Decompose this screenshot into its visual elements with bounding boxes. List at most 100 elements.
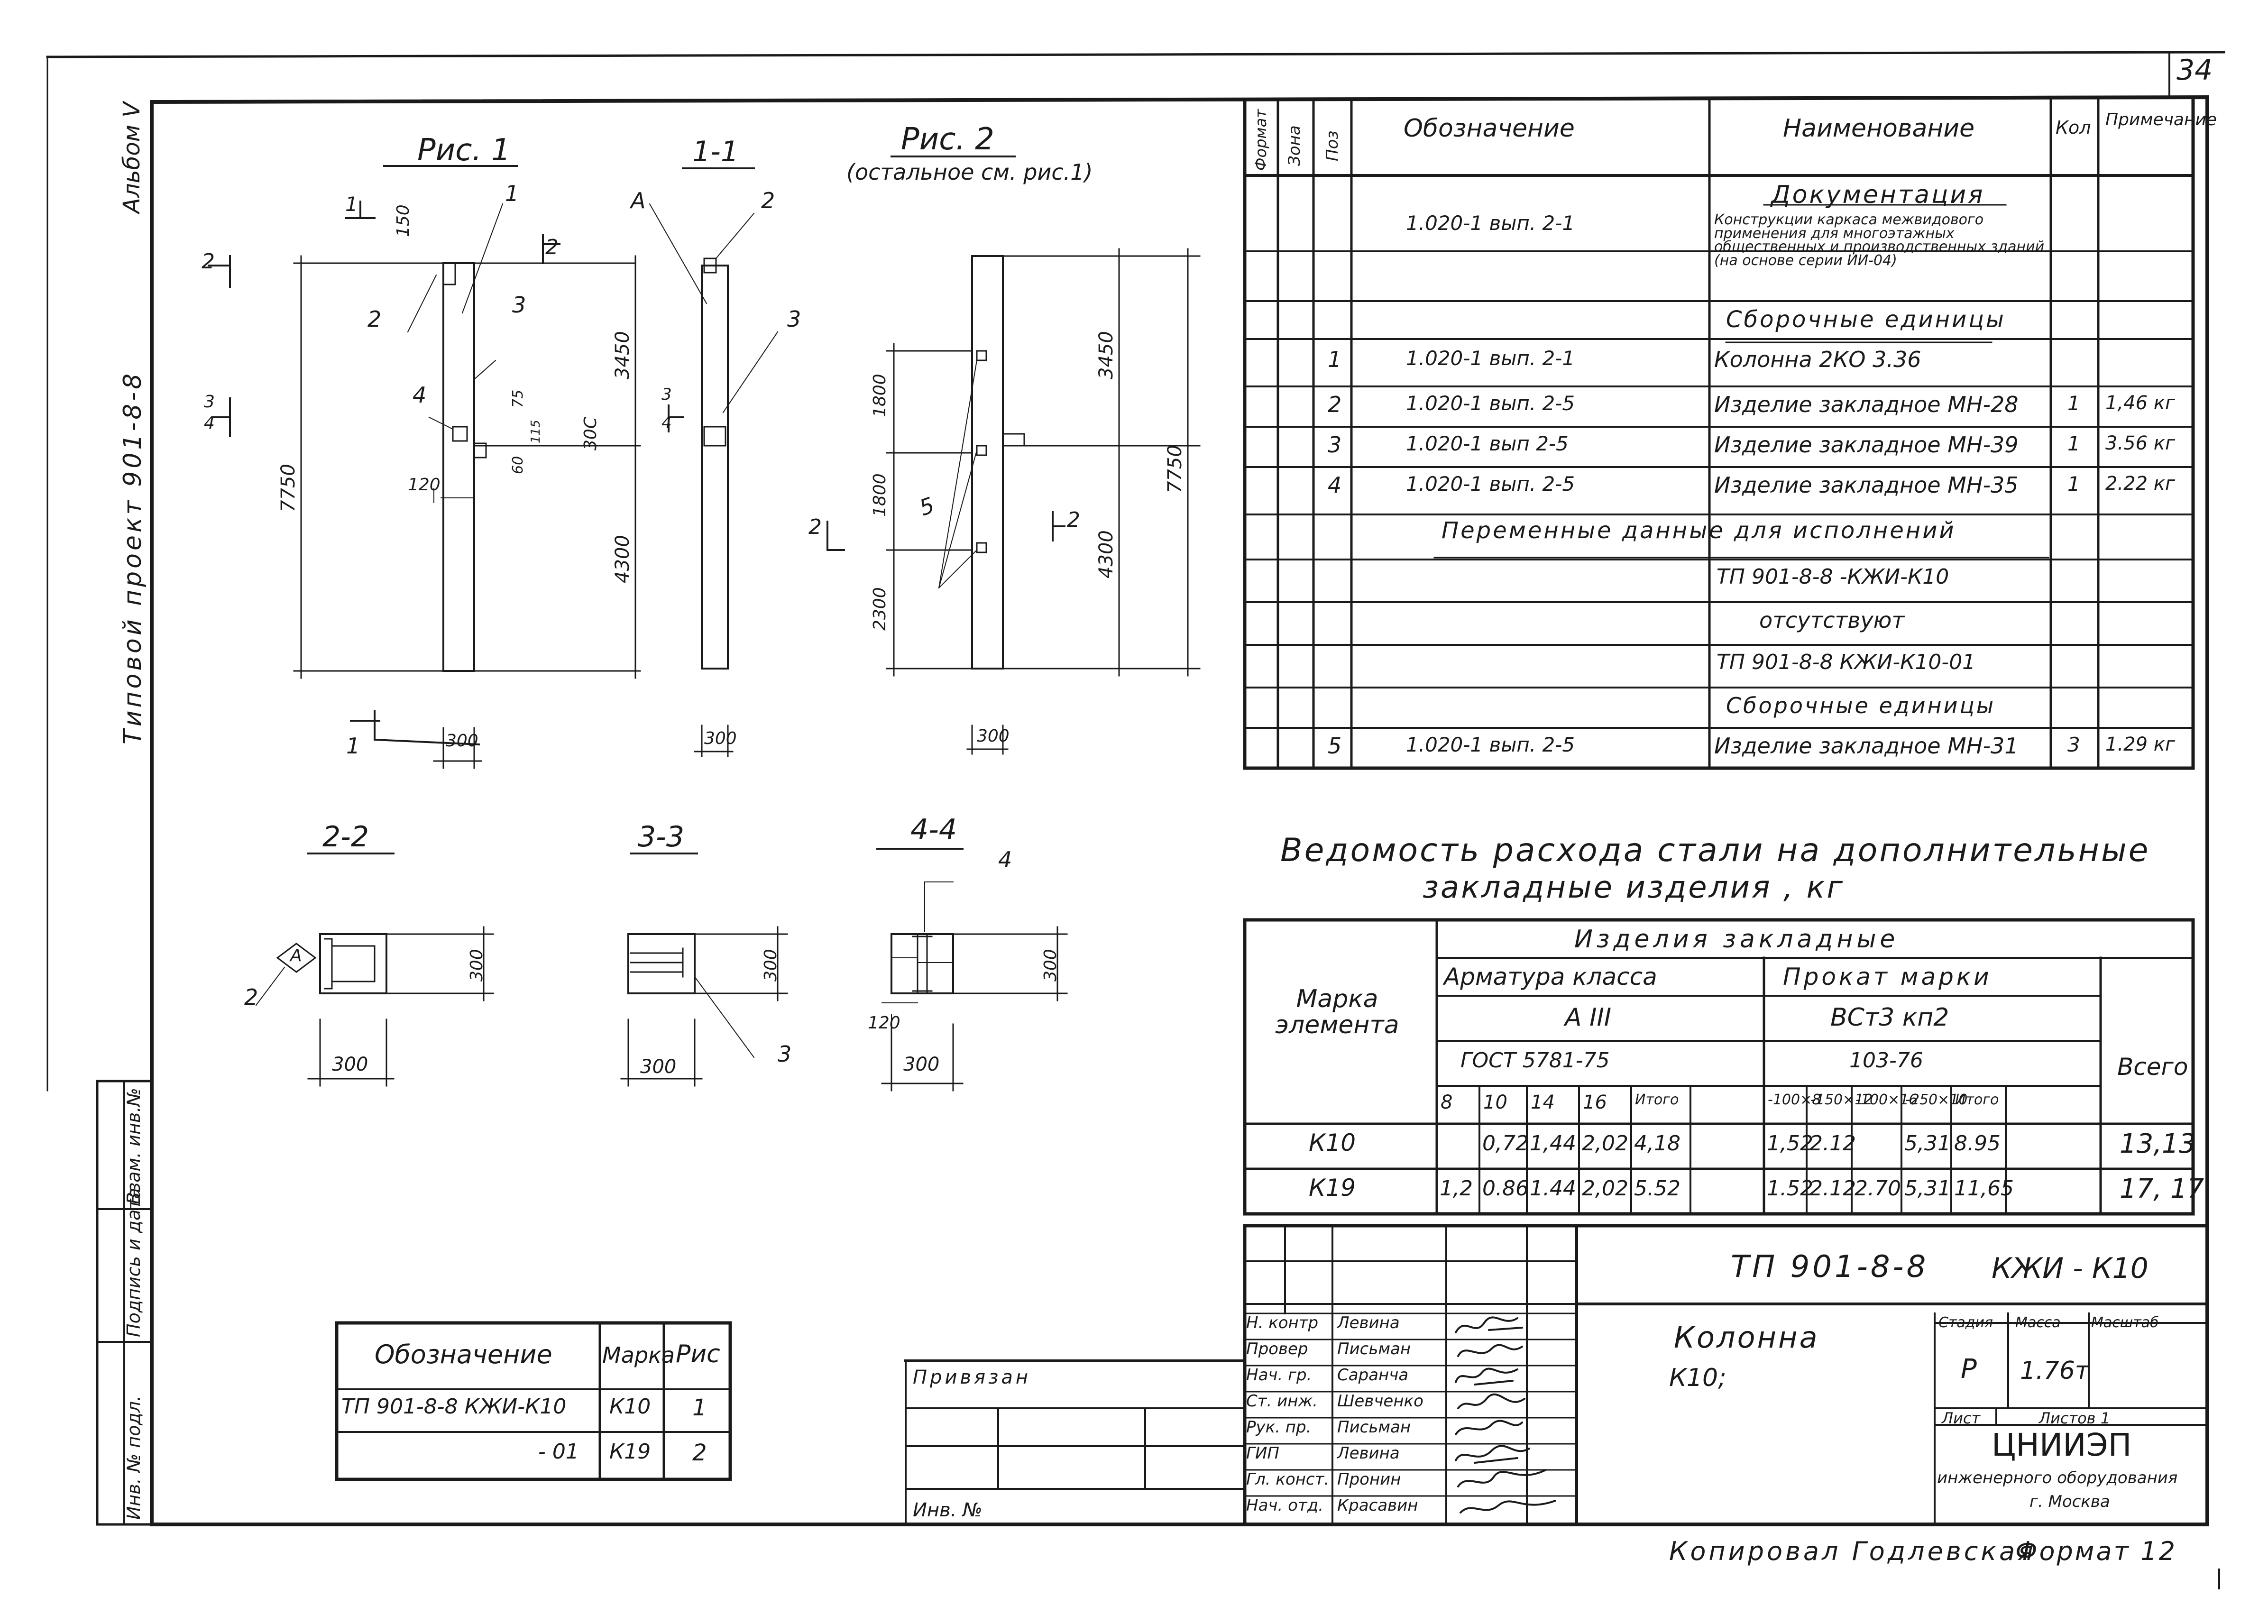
cut-2-left: 2	[202, 249, 215, 274]
steel-row-value: 5.52	[1634, 1176, 1680, 1201]
spec-row-qty: 1	[2067, 432, 2080, 455]
steel-subheader: -100×16	[1855, 1092, 1918, 1108]
spec-row-qty: 3	[2067, 733, 2080, 756]
role-title: Провер	[1246, 1340, 1308, 1358]
label-A-sec11: A	[631, 188, 646, 213]
spec-row-name: Изделие закладное МН-35	[1714, 472, 2019, 498]
spec-row-pos: 1	[1328, 347, 1342, 372]
section-3-3-title: 3-3	[638, 820, 684, 853]
dim-3450: 3450	[612, 331, 634, 379]
steel-subheader: Итого	[1635, 1092, 1679, 1108]
label-3-sec11: 3	[787, 306, 801, 332]
steel-row-mark: К19	[1309, 1174, 1356, 1202]
section-1-1-title: 1-1	[692, 135, 739, 168]
variants-row-mark: К19	[609, 1440, 651, 1464]
steel-h-prokat: Прокат марки	[1783, 963, 1992, 991]
label-1-fig1: 1	[505, 181, 519, 206]
album-caption: Альбом V	[119, 101, 145, 213]
title-doc: КЖИ - К10	[1992, 1252, 2149, 1285]
dim-2300: 2300	[870, 587, 890, 631]
dim-300-fig2: 300	[977, 726, 1010, 746]
variants-row-designation: - 01	[538, 1440, 579, 1464]
title-org-line2: инженерного оборудования	[1937, 1468, 2178, 1487]
title-code: ТП 901-8-8	[1731, 1249, 1929, 1285]
dim-1800-mid: 1800	[870, 473, 890, 517]
steel-subheader: 8	[1441, 1092, 1453, 1113]
steel-row-value: 1,2	[1440, 1176, 1473, 1201]
spec-row-note: 1,46 кг	[2105, 392, 2175, 414]
steel-row-total: 17, 17	[2120, 1174, 2204, 1204]
title-name-line1: Колонна	[1674, 1320, 1819, 1355]
spec-row-name: Изделие закладное МН-31	[1714, 733, 2019, 759]
title-sheets-h: Листов 1	[2039, 1409, 2111, 1427]
steel-subheader: 10	[1483, 1092, 1507, 1113]
steel-subheader: -150×12	[1810, 1092, 1873, 1108]
spec-row-note: 2.22 кг	[2105, 473, 2175, 495]
steel-row-value: 1.44	[1530, 1176, 1576, 1201]
cut-2-fig2-left: 2	[808, 515, 822, 539]
steel-row-value: 11,65	[1954, 1176, 2014, 1201]
steel-row-value: 2,02	[1582, 1131, 1628, 1156]
steel-row-value: 5,31	[1904, 1176, 1951, 1201]
label-2-sec22: 2	[244, 984, 258, 1010]
label-4-fig1: 4	[413, 382, 427, 408]
dim-7750-fig2: 7750	[1164, 445, 1186, 493]
binding-title: Привязан	[913, 1367, 1031, 1388]
spec-row-name: Переменные данные для исполнений	[1442, 517, 1956, 544]
spec-row-name: Колонна 2КО 3.36	[1714, 347, 1921, 372]
cut-3-sec11: 3	[661, 385, 672, 404]
dim-300-sec22-v: 300	[467, 949, 487, 982]
spec-row-designation: 1.020-1 вып. 2-5	[1406, 392, 1575, 415]
spec-row-name: Документация	[1771, 181, 1985, 209]
dim-75: 75	[510, 389, 526, 408]
spec-row-qty: 1	[2067, 392, 2080, 415]
steel-row-value: 0.86	[1482, 1176, 1529, 1201]
role-name: Письман	[1337, 1418, 1411, 1437]
spec-row-name: Сборочные единицы	[1726, 693, 1996, 718]
title-scale-h: Масштаб	[2091, 1314, 2159, 1331]
spec-header-designation: Обозначение	[1404, 114, 1575, 143]
steel-h-arm: Арматура класса	[1444, 963, 1657, 991]
spec-row-name: ТП 901-8-8 КЖИ-К10-01	[1717, 650, 1976, 674]
binding-inv: Инв. №	[913, 1499, 982, 1521]
variants-row-fig: 2	[692, 1440, 707, 1466]
steel-h-group: Изделия закладные	[1574, 925, 1899, 954]
steel-row-value: 1.52	[1767, 1176, 1813, 1201]
variants-header-designation: Обозначение	[375, 1340, 552, 1369]
role-name: Пронин	[1337, 1470, 1401, 1489]
label-3-fig1: 3	[512, 292, 526, 318]
role-name: Красавин	[1337, 1496, 1418, 1515]
steel-row-total: 13,13	[2120, 1129, 2196, 1159]
title-stage: Р	[1961, 1354, 1977, 1385]
variants-header-mark: Марка	[602, 1342, 675, 1368]
spec-row-name: Конструкции каркаса межвидового применен…	[1714, 211, 2045, 269]
dim-60: 60	[510, 456, 526, 474]
footer-format: Формат 12	[2015, 1536, 2177, 1566]
dim-150: 150	[394, 204, 413, 237]
title-mass: 1.76т	[2020, 1357, 2090, 1385]
variants-row-designation: ТП 901-8-8 КЖИ-К10	[341, 1395, 567, 1419]
role-title: ГИП	[1246, 1444, 1279, 1463]
stamp-inv-podl: Инв. № подл.	[123, 1395, 144, 1520]
steel-subheader: 14	[1531, 1092, 1555, 1113]
steel-row-value: 2.70	[1855, 1176, 1901, 1201]
cut-2-fig2-right: 2	[1067, 508, 1080, 532]
cut-1-bottom: 1	[346, 733, 360, 759]
spec-row-name: отсутствуют	[1759, 607, 1905, 633]
spec-row-name: Изделие закладное МН-39	[1714, 432, 2019, 458]
signatures	[1455, 1316, 1556, 1514]
title-mass-h: Масса	[2015, 1314, 2061, 1331]
steel-subheader: Итого	[1955, 1092, 1999, 1108]
steel-h-arm-class: А III	[1565, 1003, 1612, 1032]
spec-row-pos: 3	[1328, 432, 1342, 458]
role-title: Ст. инж.	[1246, 1392, 1318, 1411]
spec-row-designation: 1.020-1 вып. 2-1	[1406, 211, 1575, 235]
role-name: Левина	[1337, 1444, 1400, 1463]
steel-row-value: 0,72	[1482, 1131, 1529, 1156]
footer-copied: Копировал Годлевская	[1669, 1536, 2036, 1566]
steel-row-value: 2.12	[1809, 1131, 1856, 1156]
steel-row-value: 5,31	[1904, 1131, 1951, 1156]
steel-subheader: -100×8	[1768, 1092, 1821, 1108]
cut-4-sec11: 4	[661, 413, 672, 432]
